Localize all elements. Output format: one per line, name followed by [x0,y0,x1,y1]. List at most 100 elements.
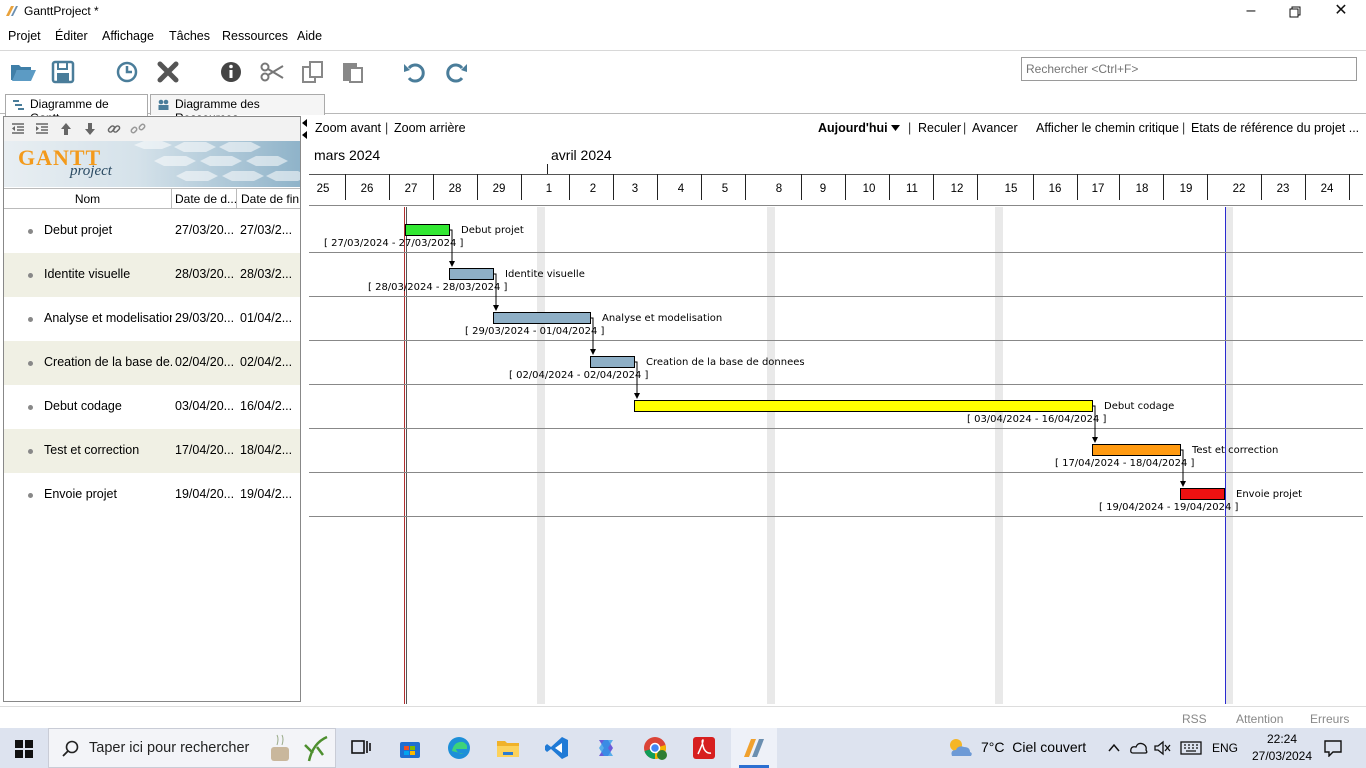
task-name-cell[interactable]: Envoie projet [44,487,117,501]
back-button[interactable]: Reculer [918,121,962,135]
tab-gantt-chart[interactable]: Diagramme de Gantt [5,94,148,125]
task-bar[interactable] [493,312,591,324]
move-down-icon[interactable] [82,121,98,137]
task-end-cell[interactable]: 19/04/2... [240,487,293,501]
forward-button[interactable]: Avancer [972,121,1018,135]
windows-start-icon[interactable] [15,740,33,758]
chrome-icon[interactable] [642,735,668,761]
task-row[interactable]: Test et correction 17/04/20... 18/04/2... [4,429,300,473]
critical-path-button[interactable]: Afficher le chemin critique [1036,121,1179,135]
task-end-cell[interactable]: 27/03/2... [240,223,293,237]
move-up-icon[interactable] [58,121,74,137]
task-row[interactable]: Debut projet 27/03/20... 27/03/2... [4,209,300,253]
task-start-cell[interactable]: 29/03/20... [175,311,235,325]
open-folder-icon[interactable] [9,58,37,86]
task-bar[interactable] [449,268,494,280]
taskbar-search-box[interactable]: Taper ici pour rechercher [48,728,336,768]
task-name-cell[interactable]: Debut codage [44,399,122,413]
tab-resources-chart[interactable]: Diagramme des Ressources [150,94,325,125]
save-icon[interactable] [49,58,77,86]
attention-link[interactable]: Attention [1236,712,1284,726]
ganttproject-taskbar-button[interactable] [731,728,777,768]
task-start-cell[interactable]: 19/04/20... [175,487,235,501]
menu-editer[interactable]: Éditer [55,29,88,43]
input-language[interactable]: ENG [1212,741,1239,755]
task-bar[interactable] [1092,444,1181,456]
paste-icon[interactable] [339,58,367,86]
task-name-cell[interactable]: Debut projet [44,223,113,237]
zoom-in-button[interactable]: Zoom avant [315,121,382,135]
onedrive-cloud-icon[interactable] [1130,740,1148,756]
undo-icon[interactable] [401,58,429,86]
gantt-chart-area[interactable]: Debut projet[ 27/03/2024 - 27/03/2024 ]I… [309,207,1363,704]
chevron-up-icon[interactable] [1107,741,1121,755]
info-icon[interactable] [217,58,245,86]
task-start-cell[interactable]: 17/04/20... [175,443,235,457]
task-start-cell[interactable]: 27/03/20... [175,223,235,237]
search-input[interactable] [1021,57,1357,81]
copy-icon[interactable] [299,58,327,86]
acrobat-reader-icon[interactable] [691,735,717,761]
task-name-cell[interactable]: Identite visuelle [44,267,131,281]
task-start-cell[interactable]: 28/03/20... [175,267,235,281]
task-row[interactable]: Envoie projet 19/04/20... 19/04/2... [4,473,300,517]
task-end-cell[interactable]: 02/04/2... [240,355,293,369]
menu-aide[interactable]: Aide [297,29,323,43]
task-name-cell[interactable]: Creation de la base de... [44,355,172,369]
indent-icon[interactable] [34,121,50,137]
task-row[interactable]: Debut codage 03/04/20... 16/04/2... [4,385,300,429]
task-start-cell[interactable]: 03/04/20... [175,399,235,413]
keyboard-icon[interactable] [1180,740,1202,756]
task-name-cell[interactable]: Analyse et modelisation [44,311,172,325]
task-bar[interactable] [634,400,1093,412]
notifications-icon[interactable] [1324,739,1342,757]
history-clock-icon[interactable] [113,58,141,86]
task-view-icon[interactable] [348,735,374,761]
menu-affichage[interactable]: Affichage [102,29,154,43]
link-icon[interactable] [106,121,122,137]
delete-x-icon[interactable] [154,58,182,86]
restore-button[interactable] [1272,0,1318,24]
clock-time[interactable]: 22:24 [1266,732,1298,746]
task-bar[interactable] [1180,488,1225,500]
task-bar[interactable] [405,224,450,236]
cut-scissors-icon[interactable] [258,58,286,86]
dropdown-arrow-icon[interactable] [891,125,900,131]
menu-projet[interactable]: Projet [8,29,41,43]
task-end-cell[interactable]: 01/04/2... [240,311,293,325]
rss-link[interactable]: RSS [1182,712,1207,726]
vscode-icon[interactable] [544,735,570,761]
copilot-icon[interactable] [593,735,619,761]
column-name-header[interactable]: Nom [4,189,172,209]
unindent-icon[interactable] [10,121,26,137]
edge-browser-icon[interactable] [446,735,472,761]
microsoft-store-icon[interactable] [397,735,423,761]
column-start-header[interactable]: Date de d... [172,189,237,209]
task-row[interactable]: Identite visuelle 28/03/20... 28/03/2... [4,253,300,297]
task-end-cell[interactable]: 16/04/2... [240,399,293,413]
speaker-muted-icon[interactable] [1154,740,1172,756]
file-explorer-icon[interactable] [495,735,521,761]
task-name-cell[interactable]: Test et correction [44,443,140,457]
menu-taches[interactable]: Tâches [169,29,210,43]
menu-ressources[interactable]: Ressources [222,29,288,43]
column-end-header[interactable]: Date de fin [241,192,300,206]
errors-link[interactable]: Erreurs [1310,712,1350,726]
task-end-cell[interactable]: 18/04/2... [240,443,293,457]
clock-date[interactable]: 27/03/2024 [1251,749,1313,763]
unlink-icon[interactable] [130,121,146,137]
weather-text[interactable]: 7°C Ciel couvert [981,739,1087,755]
close-button[interactable]: ✕ [1334,2,1348,19]
weather-cloudy-icon[interactable] [946,736,974,760]
task-bar[interactable] [590,356,635,368]
baselines-button[interactable]: Etats de référence du projet ... [1191,121,1360,135]
redo-icon[interactable] [442,58,470,86]
task-start-cell[interactable]: 02/04/20... [175,355,235,369]
zoom-out-button[interactable]: Zoom arrière [394,121,466,135]
minimize-button[interactable]: – [1246,2,1256,19]
today-button[interactable]: Aujourd'hui [818,121,888,135]
collapse-arrows-icon[interactable] [301,118,309,140]
task-end-cell[interactable]: 28/03/2... [240,267,293,281]
task-row[interactable]: Creation de la base de...02/04/20... 02/0… [4,341,300,385]
